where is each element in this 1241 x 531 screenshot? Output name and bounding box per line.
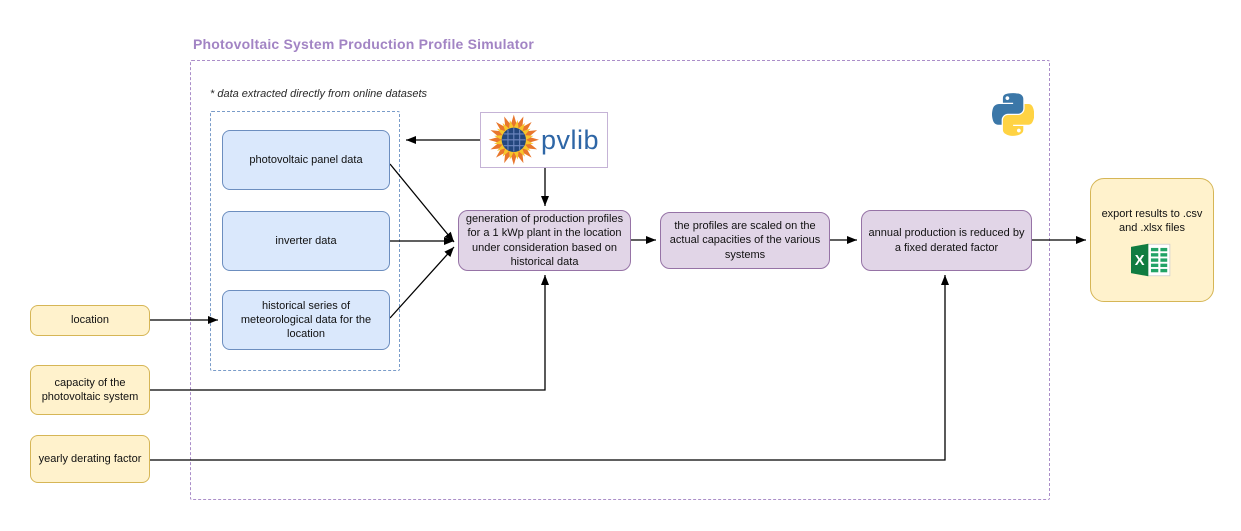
node-profile-scaling: the profiles are scaled on the actual ca… — [660, 212, 830, 269]
pvlib-sun-icon — [485, 111, 539, 170]
diagram-title: Photovoltaic System Production Profile S… — [193, 36, 534, 52]
svg-text:X: X — [1135, 253, 1145, 269]
node-profile-generation: generation of production profiles for a … — [458, 210, 631, 271]
node-capacity-input: capacity of the photovoltaic system — [30, 365, 150, 415]
pvlib-logo: pvlib — [480, 112, 608, 168]
node-inverter-data: inverter data — [222, 211, 390, 271]
datasets-note: * data extracted directly from online da… — [210, 88, 428, 100]
pvlib-wordmark: pvlib — [541, 124, 600, 155]
node-label: annual production is reduced by a fixed … — [868, 227, 1025, 254]
node-yearly-derating-input: yearly derating factor — [30, 435, 150, 483]
node-export-results: export results to .csv and .xlsx files X — [1090, 178, 1214, 302]
node-label: export results to .csv and .xlsx files — [1101, 208, 1203, 235]
python-icon — [992, 92, 1035, 136]
node-label: location — [71, 314, 109, 327]
node-label: historical series of meteorological data… — [240, 299, 372, 341]
node-derated-production: annual production is reduced by a fixed … — [861, 210, 1032, 271]
node-label: inverter data — [275, 234, 337, 247]
node-location-input: location — [30, 305, 150, 336]
node-label: the profiles are scaled on the actual ca… — [669, 220, 821, 261]
node-label: generation of production profiles for a … — [465, 212, 624, 268]
node-photovoltaic-panel-data: photovoltaic panel data — [222, 130, 390, 190]
node-label: photovoltaic panel data — [249, 153, 363, 166]
excel-icon: X — [1131, 241, 1173, 283]
node-label: capacity of the photovoltaic system — [41, 376, 139, 403]
node-label: yearly derating factor — [38, 452, 142, 465]
node-meteorological-data: historical series of meteorological data… — [222, 290, 390, 350]
